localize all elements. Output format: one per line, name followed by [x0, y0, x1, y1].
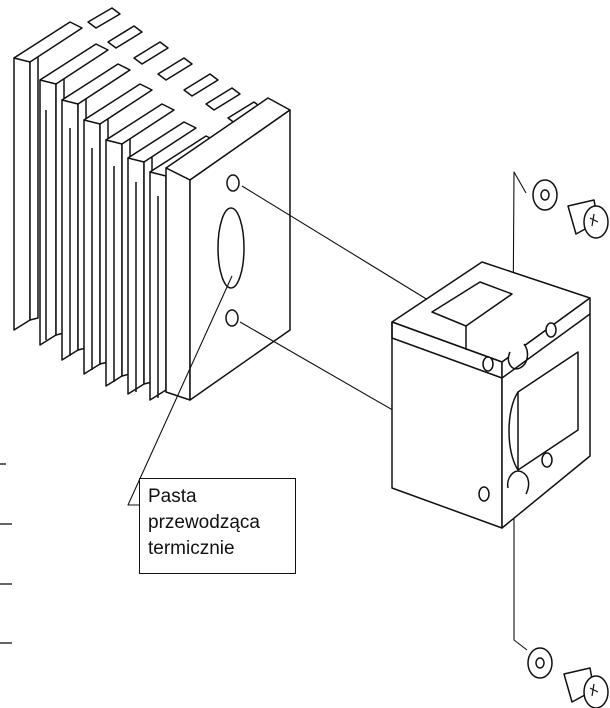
relay-hole-br	[541, 452, 553, 468]
screw-bottom	[527, 647, 609, 708]
callout-line-2: przewodząca	[148, 512, 260, 533]
relay-hole-tr	[545, 322, 557, 338]
heatsink-ribs	[45, 110, 159, 398]
heatsink	[13, 7, 291, 401]
margin-marks	[0, 463, 12, 644]
assembly-leader-lines	[127, 171, 528, 651]
heatsink-mounting-hole-bottom	[225, 309, 239, 327]
relay-hole-tl	[482, 356, 494, 372]
solid-state-relay	[391, 261, 591, 529]
heatsink-fins	[13, 47, 167, 401]
thermal-paste-area	[217, 207, 245, 289]
heatsink-mounting-hole-top	[226, 174, 240, 192]
relay-hole-bl	[478, 486, 490, 502]
callout-line-1: Pasta	[148, 486, 197, 507]
screw-top	[532, 179, 609, 239]
callout-line-3: termicznie	[148, 538, 235, 559]
thermal-paste-callout: Pasta przewodząca termicznie	[139, 478, 296, 574]
